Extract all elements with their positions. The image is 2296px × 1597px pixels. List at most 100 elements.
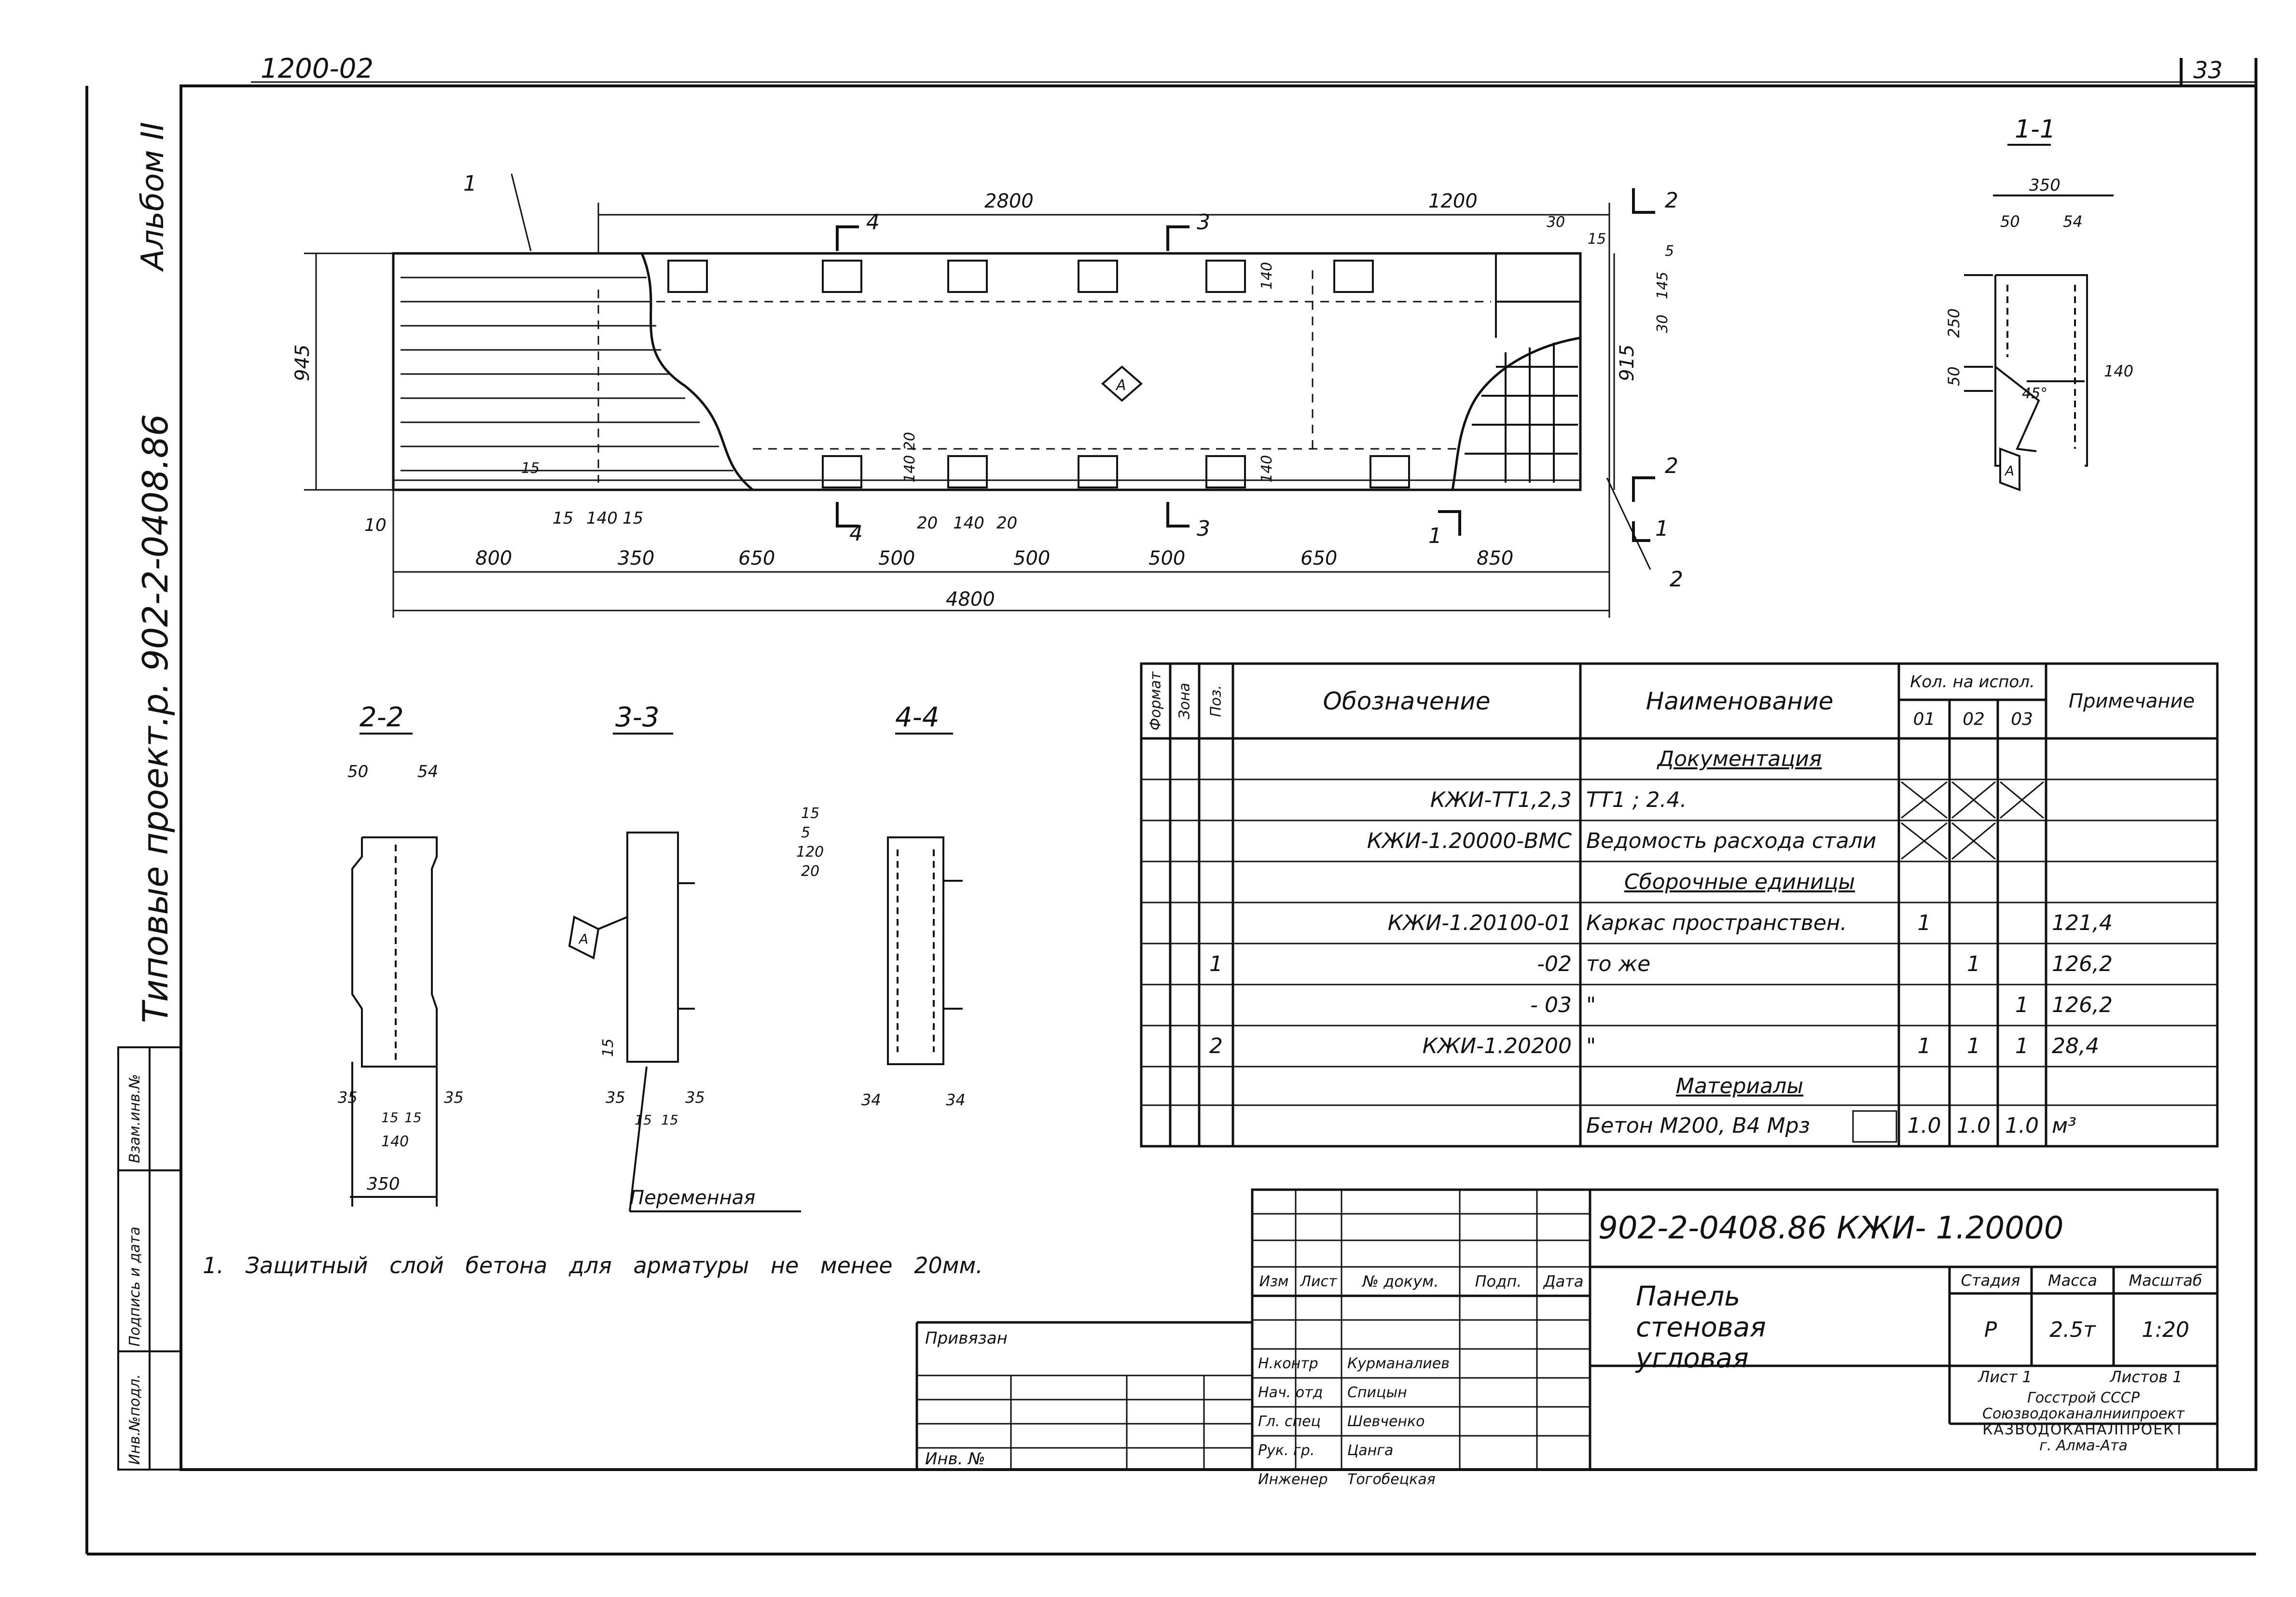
spec-designation: КЖИ-1.20000-ВМС	[1233, 820, 1580, 861]
spec-name-text: Документация	[1657, 747, 1822, 771]
th-q01: 01	[1913, 709, 1936, 729]
dim-5: 5	[1665, 243, 1674, 260]
spec-pos	[1199, 1105, 1233, 1146]
spec-note-text: м³	[2052, 1113, 2076, 1138]
dim22-350: 350	[367, 1174, 400, 1194]
spec-q02	[1950, 738, 1998, 779]
pos-2-mid: 2	[1665, 454, 1678, 478]
dim11-250: 250	[1945, 308, 1963, 338]
dim44-120: 120	[796, 844, 824, 861]
dim44-34b: 34	[946, 1091, 966, 1109]
spec-q03	[1998, 738, 2046, 779]
th-note: Примечание	[2068, 690, 2195, 712]
spec-name: Каркас пространствен.	[1580, 903, 1899, 944]
dim33-35a: 35	[606, 1088, 625, 1107]
dim-140c: 140	[1259, 262, 1275, 290]
spec-note	[2046, 861, 2217, 903]
spec-q01: 1.0	[1899, 1105, 1950, 1146]
spec-designation: -02	[1233, 944, 1580, 985]
spec-note: м³	[2046, 1105, 2217, 1146]
spec-designation: - 03	[1233, 985, 1580, 1026]
spec-q03	[1998, 1067, 2046, 1105]
th-pos: Поз.	[1207, 685, 1225, 717]
sec-4-top: 4	[866, 210, 880, 235]
inv-no-label: Инв. №	[925, 1449, 985, 1469]
dim-4800: 4800	[946, 588, 995, 611]
spec-pos	[1199, 820, 1233, 861]
project-title: Типовые проект.р. 902-2-0408.86	[135, 414, 176, 1023]
signer-role: Н.контр	[1258, 1355, 1318, 1372]
dim11-54: 54	[2063, 212, 2083, 231]
spec-note	[2046, 820, 2217, 861]
spec-q02: 1.0	[1950, 1105, 1998, 1146]
spec-name: Сборочные единицы	[1580, 861, 1899, 903]
spec-note: 121,4	[2046, 903, 2217, 944]
dim22-15a: 15	[381, 1110, 399, 1125]
spec-q03	[1998, 903, 2046, 944]
spec-table-rows	[1141, 778, 2217, 1143]
dim-1200: 1200	[1428, 190, 1478, 212]
pos-2-leader: 2	[1670, 567, 1683, 592]
spec-q01	[1899, 985, 1950, 1026]
dim44-20: 20	[801, 863, 819, 880]
sheets-total: Листов 1	[2110, 1367, 2183, 1386]
spec-q03: 1.0	[1998, 1105, 2046, 1146]
spec-q01	[1899, 944, 1950, 985]
scale-value: 1:20	[2142, 1317, 2189, 1342]
spec-pos	[1199, 738, 1233, 779]
signer-role: Рук. гр.	[1258, 1442, 1315, 1459]
spec-q03: 1	[1998, 985, 2046, 1026]
th-q03: 03	[2011, 709, 2033, 729]
dim-850: 850	[1477, 547, 1513, 569]
dim-500a: 500	[878, 547, 915, 569]
spec-pos	[1199, 1067, 1233, 1105]
spec-q03: 1	[1998, 1026, 2046, 1067]
title-line-2: стеновая	[1636, 1312, 1766, 1343]
spec-name: Ведомость расхода стали	[1580, 820, 1899, 861]
spec-note-text: 28,4	[2052, 1034, 2099, 1058]
col-list: Лист	[1300, 1273, 1337, 1290]
spec-q03-text: 1	[2015, 993, 2029, 1017]
sheet-number: 33	[2193, 57, 2223, 84]
mark-a-33: А	[578, 931, 588, 947]
dim-10: 10	[364, 515, 387, 535]
spec-designation-text: КЖИ-1.20000-ВМС	[1367, 829, 1572, 853]
spec-q02-text: 1	[1967, 952, 1980, 976]
section-title-4-4: 4-4	[895, 702, 939, 733]
pos-2-top: 2	[1665, 188, 1678, 213]
spec-q01: 1	[1899, 1026, 1950, 1067]
spec-q01	[1899, 738, 1950, 779]
dim-140b: 140	[953, 514, 984, 533]
mass-header: Масса	[2047, 1271, 2097, 1290]
section-1-1	[1964, 144, 2114, 491]
dim33-15: 15	[600, 1039, 617, 1057]
scale-header: Масштаб	[2129, 1271, 2202, 1290]
spec-designation: КЖИ-1.20200	[1233, 1026, 1580, 1067]
spec-name: "	[1580, 985, 1899, 1026]
col-izm: Изм	[1259, 1273, 1289, 1290]
dim11-140: 140	[2104, 362, 2133, 380]
dim33-15b: 15	[661, 1112, 678, 1128]
mark-a-11: А	[2004, 463, 2014, 479]
col-podp: Подп.	[1475, 1272, 1522, 1291]
col-data: Дата	[1543, 1272, 1584, 1291]
spec-name: то же	[1580, 944, 1899, 985]
spec-designation	[1233, 738, 1580, 779]
variable-label: Переменная	[630, 1187, 755, 1209]
spec-name-text: "	[1586, 993, 1596, 1017]
spec-designation	[1233, 861, 1580, 903]
spec-note: 28,4	[2046, 1026, 2217, 1067]
spec-designation	[1233, 1067, 1580, 1105]
dim-20a: 20	[917, 514, 938, 533]
dim-15c: 15	[521, 460, 539, 477]
section-title-2-2: 2-2	[360, 702, 403, 733]
spec-name: ТТ1 ; 2.4.	[1580, 779, 1899, 820]
stamp-podpis-data: Подпись и дата	[126, 1226, 143, 1347]
doc-code: 902-2-0408.86 КЖИ- 1.20000	[1598, 1210, 2064, 1246]
dim22-50: 50	[347, 762, 368, 781]
spec-note: 126,2	[2046, 985, 2217, 1026]
org-3: КАЗВОДОКАНАЛПРОЕКТ	[1982, 1421, 2185, 1438]
dim44-34a: 34	[861, 1091, 881, 1109]
spec-pos: 2	[1199, 1026, 1233, 1067]
